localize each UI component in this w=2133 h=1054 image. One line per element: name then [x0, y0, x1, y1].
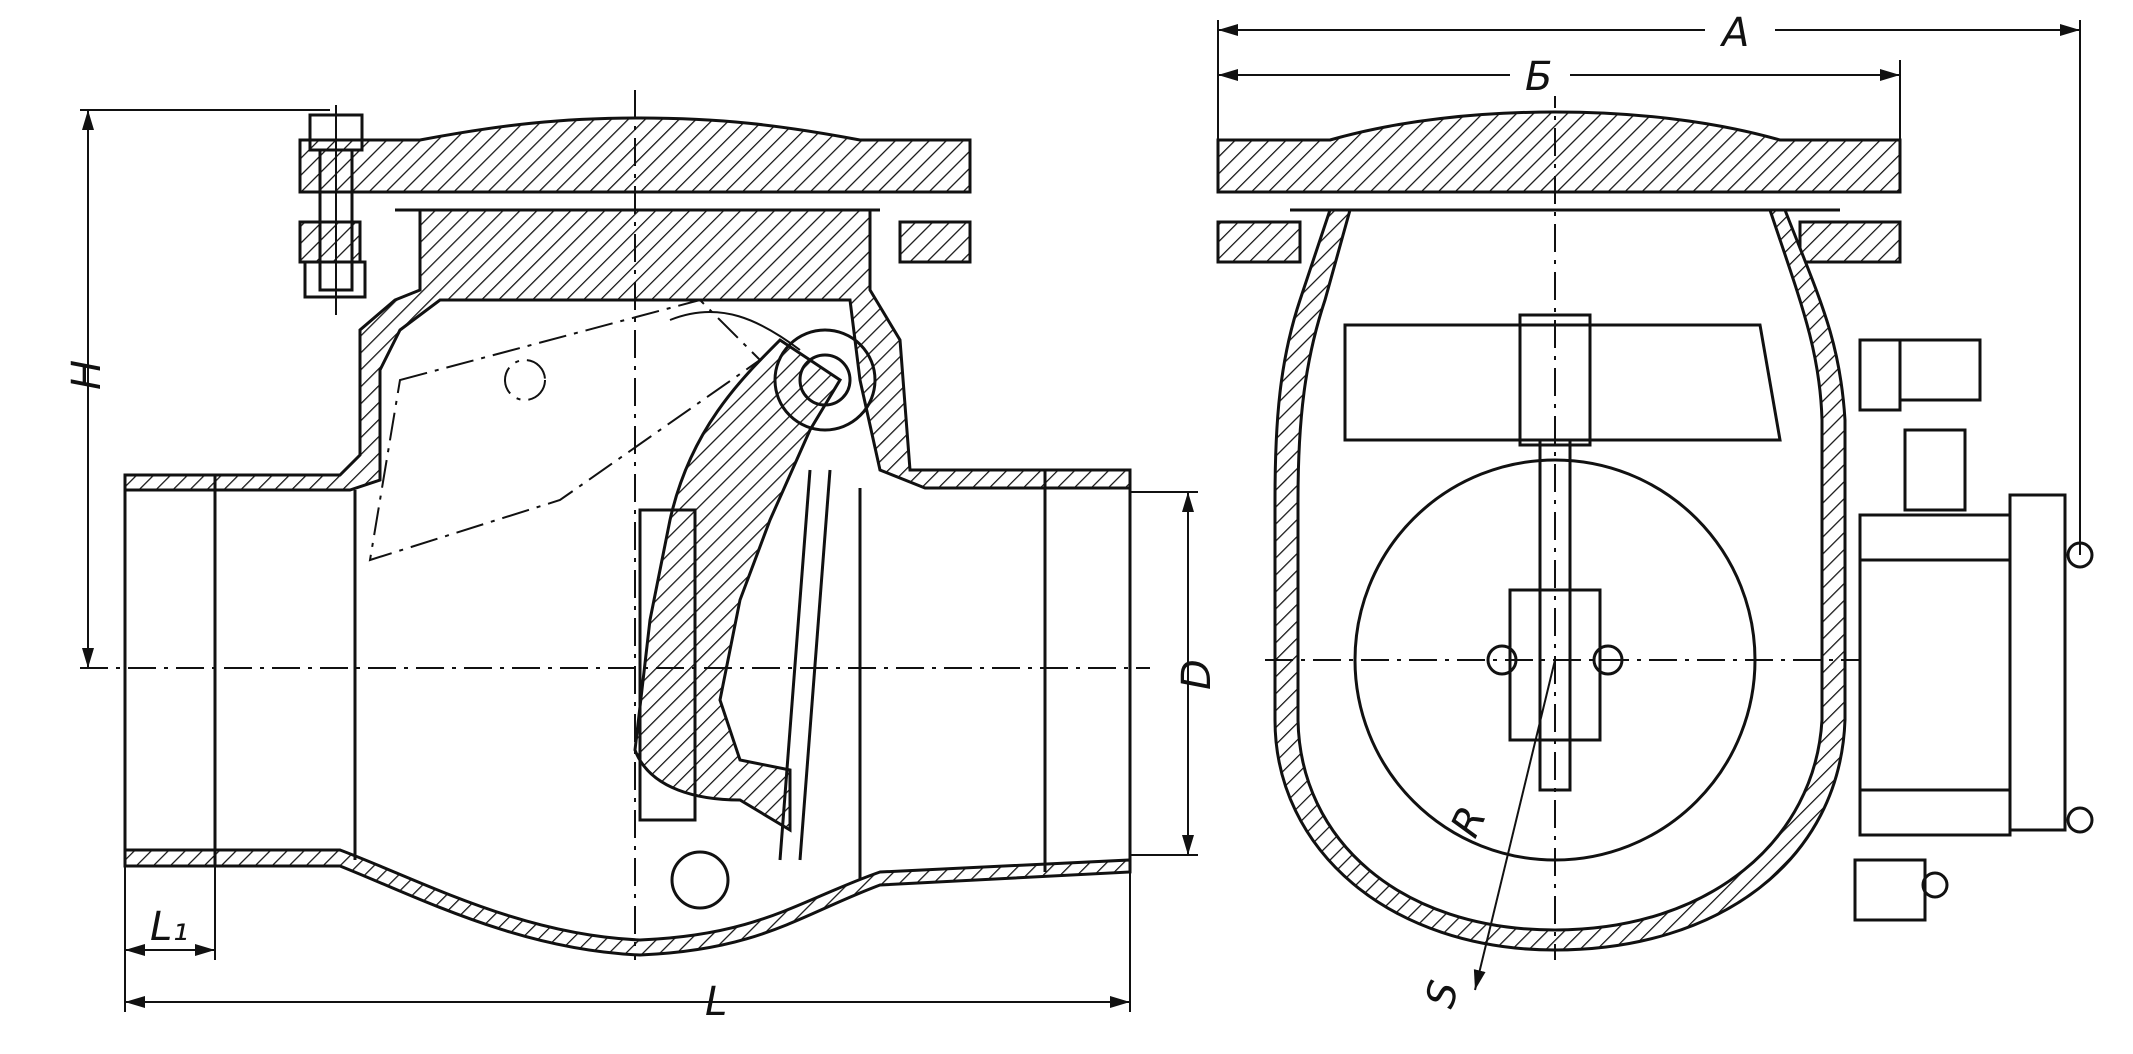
body-flange-right	[898, 220, 972, 264]
end-view: R S А Б	[1216, 10, 2094, 1013]
lever-mechanism	[1853, 338, 2094, 922]
label-L: L	[705, 979, 727, 1025]
label-S: S	[1417, 976, 1468, 1012]
bolt	[303, 105, 367, 315]
label-D: D	[1174, 659, 1220, 690]
hinge-pin	[773, 328, 877, 432]
body-top-wall	[123, 208, 1132, 492]
label-H: H	[64, 360, 110, 390]
label-A: А	[1719, 10, 1749, 56]
label-L1: L₁	[150, 904, 188, 950]
end-cover	[1216, 110, 1902, 194]
side-view: H D L L₁	[64, 90, 1220, 1025]
label-R: R	[1442, 800, 1495, 845]
label-B: Б	[1525, 54, 1552, 100]
end-body-shell	[1273, 208, 1847, 952]
body-bottom-wall	[123, 848, 1132, 957]
